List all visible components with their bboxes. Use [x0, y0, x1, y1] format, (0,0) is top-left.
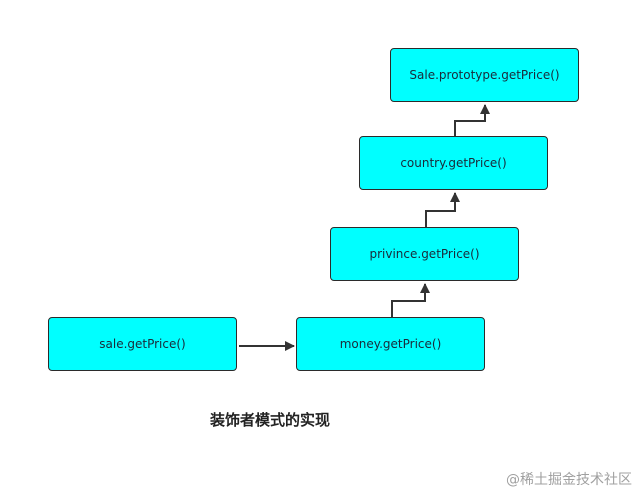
node-sale-prototype-getprice: Sale.prototype.getPrice() [390, 48, 579, 102]
node-label: sale.getPrice() [99, 337, 186, 351]
node-label: money.getPrice() [339, 337, 442, 351]
node-country-getprice: country.getPrice() [359, 136, 548, 190]
watermark: @稀土掘金技术社区 [506, 472, 632, 488]
node-label: country.getPrice() [400, 156, 507, 170]
diagram-caption: 装饰者模式的实现 [210, 411, 331, 429]
arrow-privince-to-country [425, 192, 460, 227]
arrow-money-to-privince [391, 283, 430, 317]
node-label: privince.getPrice() [369, 247, 480, 261]
node-sale-getprice: sale.getPrice() [48, 317, 237, 371]
arrow-country-to-sale-prototype [454, 104, 490, 136]
node-label: Sale.prototype.getPrice() [409, 68, 560, 82]
node-money-getprice: money.getPrice() [296, 317, 485, 371]
node-privince-getprice: privince.getPrice() [330, 227, 519, 281]
